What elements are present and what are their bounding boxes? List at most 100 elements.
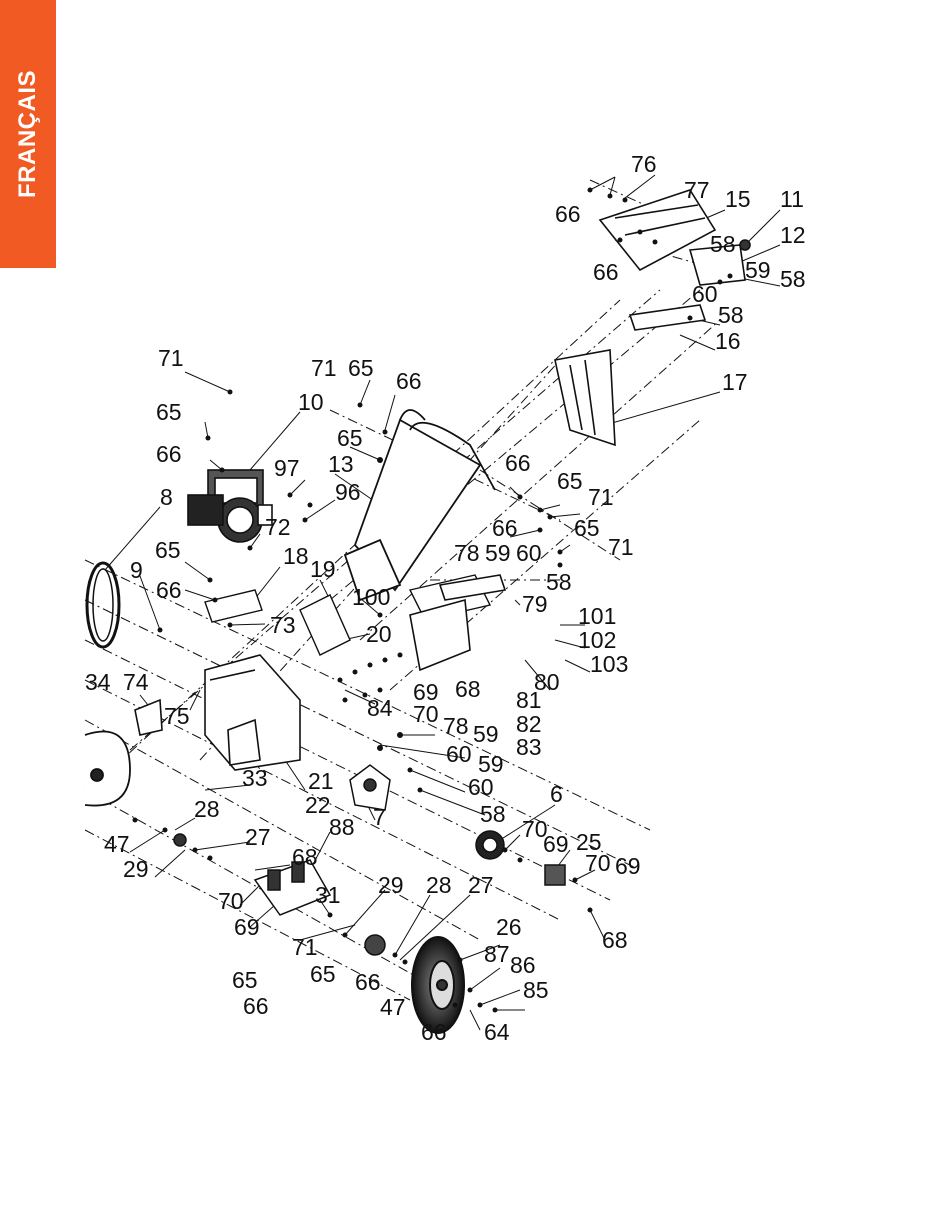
part-label: 69 xyxy=(543,831,569,857)
part-label: 59 xyxy=(473,721,499,747)
part-label: 66 xyxy=(156,577,182,603)
part-label: 33 xyxy=(242,765,268,791)
part-label: 66 xyxy=(421,1019,447,1045)
part-label: 58 xyxy=(718,302,744,328)
part-label: 47 xyxy=(380,994,406,1020)
part-label: 8 xyxy=(160,484,173,510)
part-label: 71 xyxy=(588,484,614,510)
part-label: 69 xyxy=(615,853,641,879)
leader-lines xyxy=(104,174,781,1031)
part-label: 68 xyxy=(602,927,628,953)
part-label: 70 xyxy=(218,888,244,914)
part-label: 10 xyxy=(298,389,324,415)
part-label: 66 xyxy=(396,368,422,394)
fasteners xyxy=(132,187,733,1013)
part-label: 70 xyxy=(585,850,611,876)
drive-belt xyxy=(85,561,121,649)
part-label: 65 xyxy=(337,425,363,451)
part-label: 66 xyxy=(355,969,381,995)
engine xyxy=(187,469,273,543)
part-label: 34 xyxy=(85,669,111,695)
part-label: 58 xyxy=(546,569,572,595)
part-label: 72 xyxy=(265,514,291,540)
part-label: 70 xyxy=(522,816,548,842)
part-labels: 76 77 15 11 66 58 12 59 66 60 58 58 16 1… xyxy=(85,151,806,1045)
part-label: 28 xyxy=(426,872,452,898)
part-label: 59 xyxy=(745,257,771,283)
part-label: 102 xyxy=(578,627,616,653)
part-label: 76 xyxy=(631,151,657,177)
part-label: 101 xyxy=(578,603,616,629)
part-label: 13 xyxy=(328,451,354,477)
part-label: 7 xyxy=(373,804,386,830)
part-label: 22 xyxy=(305,792,331,818)
part-label: 78 xyxy=(454,540,480,566)
part-label: 66 xyxy=(593,259,619,285)
part-label: 65 xyxy=(232,967,258,993)
part-label: 68 xyxy=(455,676,481,702)
part-label: 75 xyxy=(164,703,190,729)
part-label: 29 xyxy=(378,872,404,898)
part-label: 65 xyxy=(156,399,182,425)
part-label: 59 xyxy=(478,751,504,777)
part-label: 65 xyxy=(310,961,336,987)
part-label: 9 xyxy=(130,557,143,583)
part-label: 68 xyxy=(292,844,318,870)
part-label: 12 xyxy=(780,222,806,248)
part-label: 15 xyxy=(725,186,751,212)
part-label: 84 xyxy=(367,695,393,721)
part-label: 83 xyxy=(516,734,542,760)
part-label: 27 xyxy=(468,872,494,898)
part-label: 80 xyxy=(534,669,560,695)
part-label: 69 xyxy=(413,679,439,705)
part-label: 100 xyxy=(352,584,390,610)
part-label: 82 xyxy=(516,711,542,737)
part-label: 19 xyxy=(310,556,336,582)
part-label: 25 xyxy=(576,829,602,855)
part-label: 18 xyxy=(283,543,309,569)
part-label: 60 xyxy=(516,540,542,566)
part-label: 66 xyxy=(492,515,518,541)
part-label: 21 xyxy=(308,768,334,794)
axle-bracket xyxy=(173,833,386,956)
part-label: 28 xyxy=(194,796,220,822)
part-label: 103 xyxy=(590,651,628,677)
part-label: 77 xyxy=(684,177,710,203)
part-label: 85 xyxy=(523,977,549,1003)
part-label: 81 xyxy=(516,687,542,713)
part-label: 74 xyxy=(123,669,149,695)
part-label: 79 xyxy=(522,591,548,617)
part-label: 27 xyxy=(245,824,271,850)
hopper-chute xyxy=(343,409,496,602)
part-label: 97 xyxy=(274,455,300,481)
part-label: 87 xyxy=(484,941,510,967)
part-label: 47 xyxy=(104,831,130,857)
part-label: 58 xyxy=(480,801,506,827)
part-label: 60 xyxy=(692,281,718,307)
part-label: 71 xyxy=(292,934,318,960)
part-label: 20 xyxy=(366,621,392,647)
part-label: 96 xyxy=(335,479,361,505)
part-label: 78 xyxy=(443,713,469,739)
part-label: 65 xyxy=(155,537,181,563)
rotor-disc xyxy=(84,730,131,807)
part-label: 31 xyxy=(315,882,341,908)
language-tab: FRANÇAIS xyxy=(0,0,56,268)
part-label: 71 xyxy=(158,345,184,371)
part-label: 60 xyxy=(468,774,494,800)
part-label: 6 xyxy=(550,781,563,807)
part-label: 65 xyxy=(557,468,583,494)
part-label: 66 xyxy=(243,993,269,1019)
part-label: 73 xyxy=(270,612,296,638)
part-label: 66 xyxy=(505,450,531,476)
part-label: 17 xyxy=(722,369,748,395)
part-label: 71 xyxy=(608,534,634,560)
part-label: 88 xyxy=(329,814,355,840)
part-label: 64 xyxy=(484,1019,510,1045)
part-label: 65 xyxy=(348,355,374,381)
part-label: 70 xyxy=(413,701,439,727)
wheel xyxy=(411,936,465,1034)
part-label: 29 xyxy=(123,856,149,882)
part-label: 66 xyxy=(555,201,581,227)
